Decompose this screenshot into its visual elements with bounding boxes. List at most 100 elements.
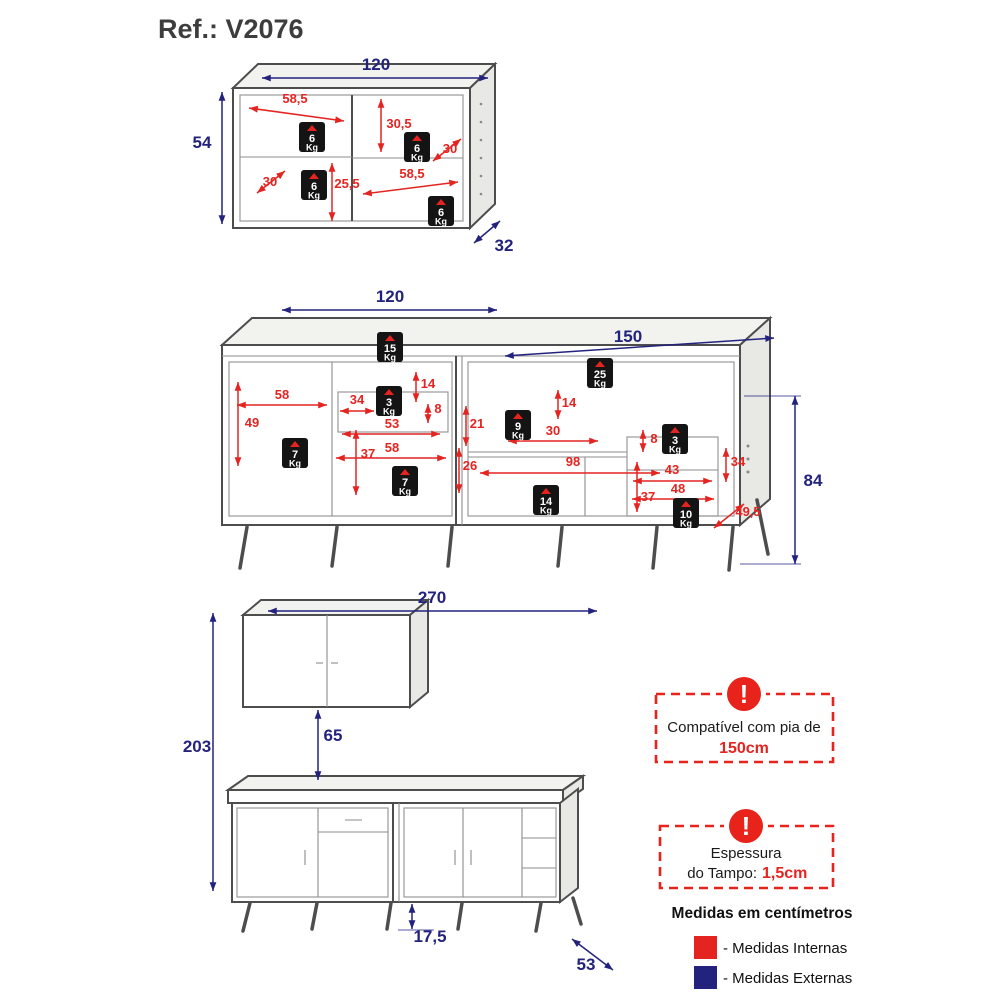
arrow-up-icon: [670, 427, 680, 433]
weight-unit: Kg: [512, 431, 524, 441]
weight-badge: 6Kg: [301, 170, 327, 201]
dimension-internal-bc_i4: 14: [421, 376, 436, 391]
dimension-internal-bc_i8: 37: [361, 446, 375, 461]
arrow-up-icon: [541, 488, 551, 494]
weight-value: 6: [311, 181, 317, 193]
dimension-internal-bc_i12: 26: [463, 458, 477, 473]
note-thickness-line1: Espessura: [711, 845, 783, 862]
alert-circle: [729, 809, 763, 843]
weight-badge: 9Kg: [505, 410, 531, 441]
dimension-internal-bc_i1: 58: [275, 387, 289, 402]
dimension-internal-bc_i9: 21: [470, 416, 484, 431]
legend-internal-swatch: [694, 936, 717, 959]
weight-unit: Kg: [540, 506, 552, 516]
note-top-thickness: ! Espessura do Tampo: 1,5cm: [658, 804, 835, 890]
weight-value: 9: [515, 421, 521, 433]
dimension-internal-bc_i10: 14: [562, 395, 577, 410]
weight-badge: 7Kg: [392, 466, 418, 497]
dimension-external-as_feet: 17,5: [413, 927, 446, 946]
note-sink-text: Compatível com pia de: [667, 719, 820, 736]
weight-badge: 6Kg: [404, 132, 430, 163]
dimension-labels: 120 54 32 120 150 84 270 203 65 17,5 53 58,5 30,5 30 2…: [183, 55, 823, 974]
note-thickness-line2: do Tampo:: [687, 865, 757, 882]
wall-cabinet-drawing: [218, 61, 501, 244]
arrow-up-icon: [513, 413, 523, 419]
dimension-external-bc_h: 84: [804, 471, 823, 490]
dimension-internal-bc_i3: 34: [350, 392, 365, 407]
arrow-up-icon: [412, 135, 422, 141]
dimension-internal-bc_i17: 37: [641, 489, 655, 504]
arrow-up-icon: [385, 335, 395, 341]
dimension-internal-bc_i6: 53: [385, 416, 399, 431]
dimension-internal-bc_i5: 8: [434, 401, 441, 416]
alert-circle: [727, 677, 761, 711]
weight-unit: Kg: [289, 459, 301, 469]
dimension-internal-bc_i2: 49: [245, 415, 259, 430]
weight-unit: Kg: [594, 379, 606, 389]
dimension-internal-wc_i1: 58,5: [282, 91, 307, 106]
weight-unit: Kg: [680, 519, 692, 529]
dimension-internal-bc_i11: 30: [546, 423, 560, 438]
arrow-up-icon: [595, 361, 605, 367]
legend-external-swatch: [694, 966, 717, 989]
weight-badge: 3Kg: [662, 424, 688, 455]
weight-unit: Kg: [411, 153, 423, 163]
dimension-internal-wc_i4: 25,5: [334, 176, 359, 191]
weight-value: 15: [384, 343, 396, 355]
note-thickness-highlight: 1,5cm: [762, 865, 807, 882]
weight-value: 3: [386, 397, 392, 409]
dimension-internal-bc_i16: 48: [671, 481, 685, 496]
assembly-drawing: [209, 597, 614, 971]
exclamation-icon: !: [742, 811, 751, 841]
dimension-internal-wc_i2: 30,5: [386, 116, 411, 131]
weight-value: 14: [540, 496, 553, 508]
arrow-up-icon: [384, 389, 394, 395]
dimension-internal-wc_i3: 30: [443, 141, 457, 156]
legend-title: Medidas em centímetros: [672, 905, 853, 922]
weight-unit: Kg: [384, 353, 396, 363]
dimension-internal-bc_i15: 43: [665, 462, 679, 477]
legend: Medidas em centímetros - Medidas Interna…: [672, 905, 853, 989]
dimension-external-as_h: 203: [183, 737, 211, 756]
arrow-up-icon: [290, 441, 300, 447]
dimension-external-as_gap: 65: [324, 726, 343, 745]
dimension-internal-wc_i5: 30: [263, 174, 277, 189]
dimension-external-bc_w2: 150: [614, 327, 642, 346]
weight-badge: 6Kg: [299, 122, 325, 153]
base-cabinet-drawing: [219, 306, 801, 572]
weight-value: 7: [292, 449, 298, 461]
arrow-up-icon: [436, 199, 446, 205]
arrow-up-icon: [309, 173, 319, 179]
weight-value: 6: [438, 207, 444, 219]
exclamation-icon: !: [740, 679, 749, 709]
weight-value: 3: [672, 435, 678, 447]
arrow-up-icon: [681, 501, 691, 507]
dimension-external-wc_w: 120: [362, 55, 390, 74]
weight-unit: Kg: [306, 143, 318, 153]
dimension-external-wc_d: 32: [495, 236, 514, 255]
arrow-up-icon: [307, 125, 317, 131]
note-sink-compatibility: ! Compatível com pia de 150cm: [654, 672, 835, 764]
dimension-external-as_w: 270: [418, 588, 446, 607]
weight-value: 6: [414, 143, 420, 155]
weight-value: 6: [309, 133, 315, 145]
dimension-external-wc_h: 54: [193, 133, 212, 152]
note-sink-highlight: 150cm: [719, 740, 769, 757]
dimension-internal-bc_i14: 8: [650, 431, 657, 446]
dimension-external-bc_w1: 120: [376, 287, 404, 306]
weight-unit: Kg: [669, 445, 681, 455]
weight-unit: Kg: [308, 191, 320, 201]
weight-unit: Kg: [383, 407, 395, 417]
dimension-internal-bc_i18: 34: [731, 454, 746, 469]
weight-badge: 3Kg: [376, 386, 402, 417]
weight-value: 25: [594, 369, 606, 381]
weight-value: 7: [402, 477, 408, 489]
weight-unit: Kg: [435, 217, 447, 227]
weight-value: 10: [680, 509, 692, 521]
